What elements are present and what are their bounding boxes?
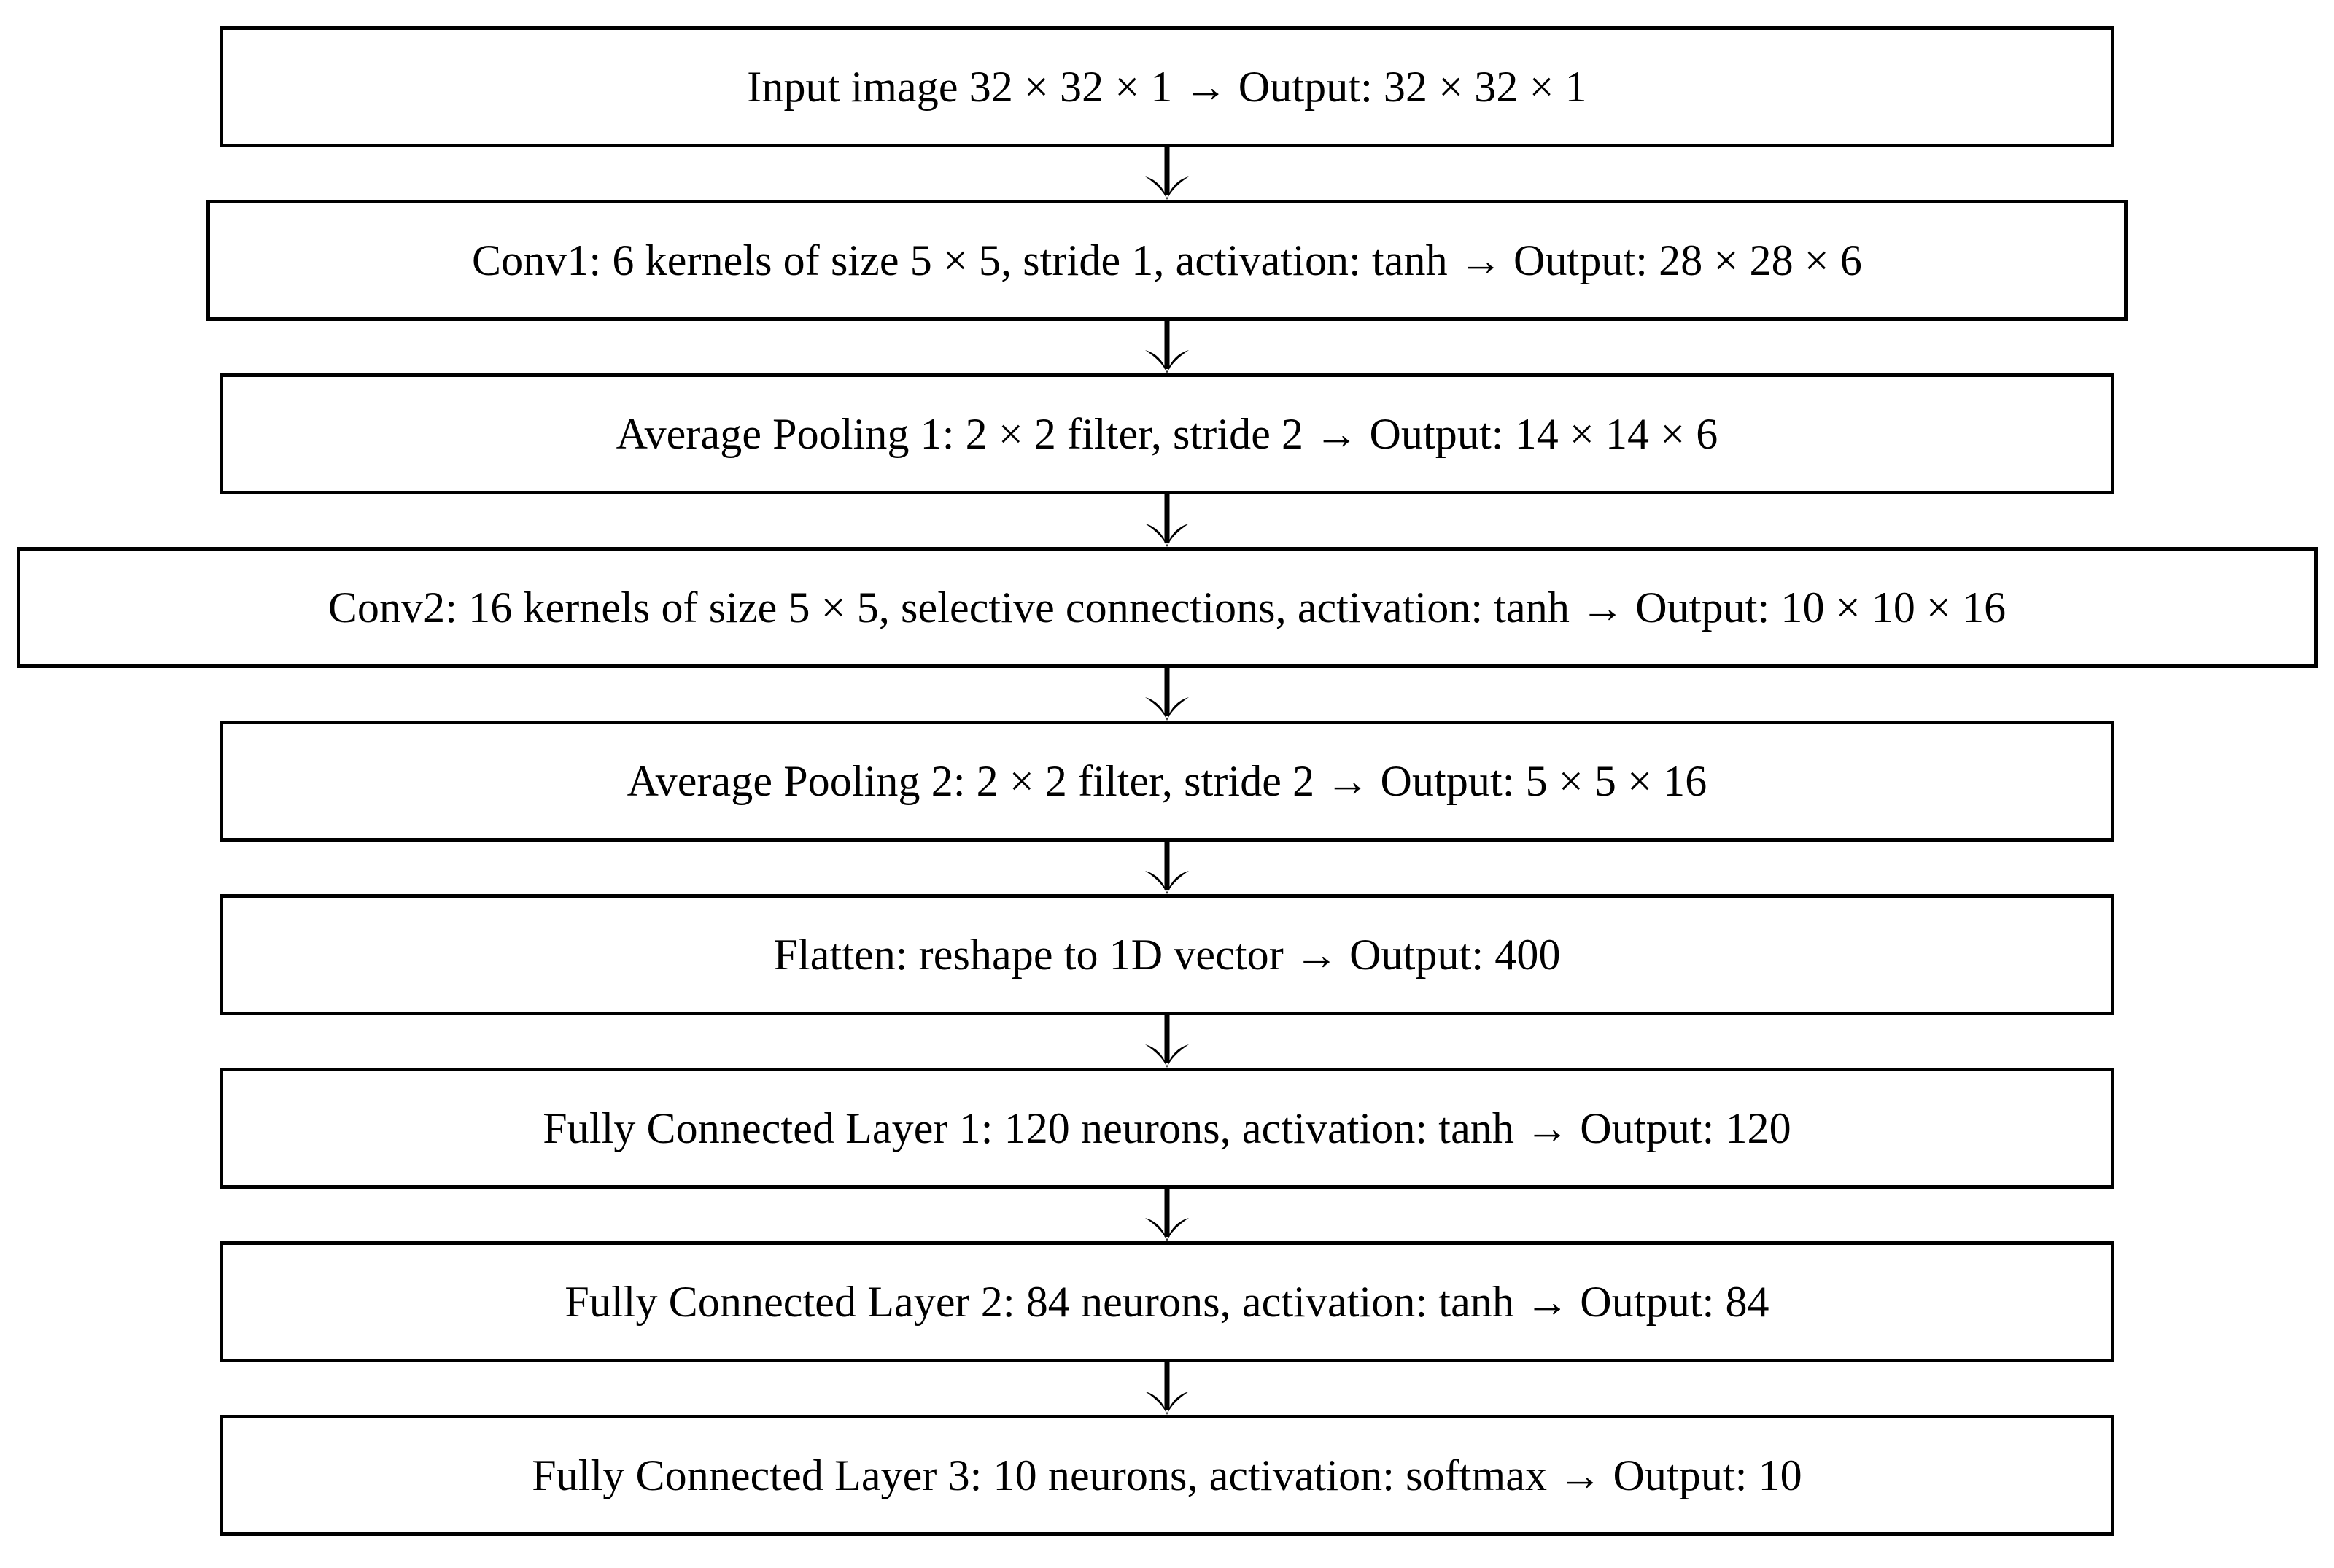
- fully-connected-layer-2[interactable]: Fully Connected Layer 2: 84 neurons, act…: [220, 1241, 2114, 1362]
- down-arrow-icon: [1145, 494, 1189, 547]
- layer-row-fc1: Fully Connected Layer 1: 120 neurons, ac…: [0, 1068, 2334, 1189]
- down-arrow-icon: [1145, 668, 1189, 721]
- fully-connected-layer-3[interactable]: Fully Connected Layer 3: 10 neurons, act…: [220, 1415, 2114, 1536]
- fully-connected-layer-3-label: Fully Connected Layer 3: 10 neurons, act…: [532, 1451, 1802, 1499]
- down-arrow-icon: [1145, 147, 1189, 200]
- connector-fc1-to-fc2: [0, 1189, 2334, 1241]
- flatten-layer-label: Flatten: reshape to 1D vector → Output: …: [773, 930, 1561, 979]
- layer-row-input: Input image 32 × 32 × 1 → Output: 32 × 3…: [0, 26, 2334, 147]
- average-pooling-2-layer-label: Average Pooling 2: 2 × 2 filter, stride …: [627, 756, 1707, 805]
- layer-row-conv2: Conv2: 16 kernels of size 5 × 5, selecti…: [0, 547, 2334, 668]
- layer-row-pool1: Average Pooling 1: 2 × 2 filter, stride …: [0, 373, 2334, 494]
- connector-flatten-to-fc1: [0, 1015, 2334, 1068]
- layer-row-pool2: Average Pooling 2: 2 × 2 filter, stride …: [0, 721, 2334, 842]
- connector-conv1-to-pool1: [0, 321, 2334, 373]
- input-image-layer[interactable]: Input image 32 × 32 × 1 → Output: 32 × 3…: [220, 26, 2114, 147]
- connector-input-to-conv1: [0, 147, 2334, 200]
- fully-connected-layer-1[interactable]: Fully Connected Layer 1: 120 neurons, ac…: [220, 1068, 2114, 1189]
- average-pooling-1-layer[interactable]: Average Pooling 1: 2 × 2 filter, stride …: [220, 373, 2114, 494]
- conv1-layer-label: Conv1: 6 kernels of size 5 × 5, stride 1…: [472, 236, 1862, 284]
- fully-connected-layer-2-label: Fully Connected Layer 2: 84 neurons, act…: [565, 1277, 1769, 1326]
- conv2-layer[interactable]: Conv2: 16 kernels of size 5 × 5, selecti…: [16, 547, 2318, 668]
- connector-conv2-to-pool2: [0, 668, 2334, 721]
- input-image-layer-label: Input image 32 × 32 × 1 → Output: 32 × 3…: [747, 62, 1587, 111]
- down-arrow-icon: [1145, 1362, 1189, 1415]
- flatten-layer[interactable]: Flatten: reshape to 1D vector → Output: …: [220, 894, 2114, 1015]
- conv2-layer-label: Conv2: 16 kernels of size 5 × 5, selecti…: [327, 583, 2007, 632]
- down-arrow-icon: [1145, 321, 1189, 373]
- fully-connected-layer-1-label: Fully Connected Layer 1: 120 neurons, ac…: [543, 1103, 1791, 1152]
- layer-row-flatten: Flatten: reshape to 1D vector → Output: …: [0, 894, 2334, 1015]
- average-pooling-2-layer[interactable]: Average Pooling 2: 2 × 2 filter, stride …: [220, 721, 2114, 842]
- connector-pool1-to-conv2: [0, 494, 2334, 547]
- connector-fc2-to-fc3: [0, 1362, 2334, 1415]
- layer-row-conv1: Conv1: 6 kernels of size 5 × 5, stride 1…: [0, 200, 2334, 321]
- down-arrow-icon: [1145, 1189, 1189, 1241]
- average-pooling-1-layer-label: Average Pooling 1: 2 × 2 filter, stride …: [616, 409, 1718, 458]
- down-arrow-icon: [1145, 1015, 1189, 1068]
- down-arrow-icon: [1145, 842, 1189, 894]
- layer-row-fc3: Fully Connected Layer 3: 10 neurons, act…: [0, 1415, 2334, 1536]
- conv1-layer[interactable]: Conv1: 6 kernels of size 5 × 5, stride 1…: [206, 200, 2128, 321]
- connector-pool2-to-flatten: [0, 842, 2334, 894]
- layer-row-fc2: Fully Connected Layer 2: 84 neurons, act…: [0, 1241, 2334, 1362]
